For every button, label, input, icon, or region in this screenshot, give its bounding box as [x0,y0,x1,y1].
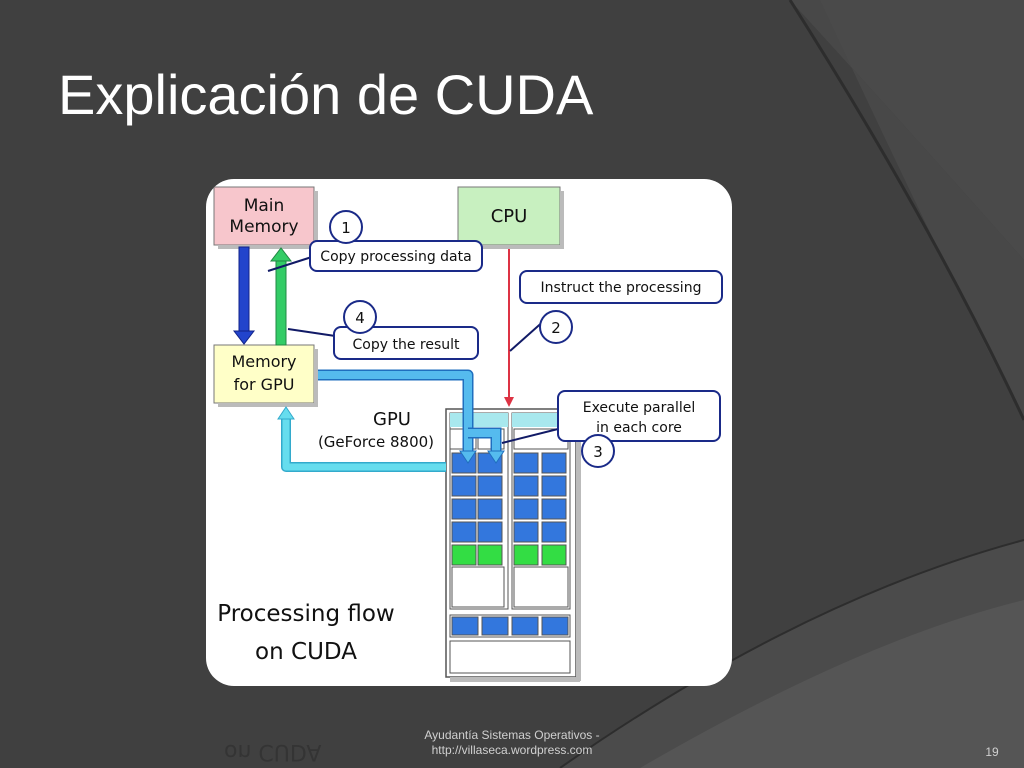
gpu-core [541,475,567,497]
step1-text: Copy processing data [320,249,471,265]
main-memory-label-1: Main [244,196,285,216]
cpu-label: CPU [491,206,528,227]
gpu-memory-label-1: Memory [231,352,296,371]
cuda-diagram-card: Main Memory CPU Memory for GPU [206,179,732,686]
step2-number: 2 [551,319,561,337]
gpu-core [541,544,567,566]
slide-footer: Ayudantía Sistemas Operativos - http://v… [380,728,644,758]
main-memory-label-2: Memory [229,217,298,237]
gpu-core [477,475,503,497]
caption-line1: Processing flow [217,601,395,627]
gpu-core [513,452,539,474]
footer-line1: Ayudantía Sistemas Operativos - [424,728,600,742]
footer-line2: http://villaseca.wordpress.com [431,743,593,757]
step3-text-line1: Execute parallel [583,400,696,416]
gpu-core [451,475,477,497]
gpu-core [513,521,539,543]
gpu-model-label: (GeForce 8800) [318,433,434,451]
gpu-core [477,498,503,520]
main-memory-box: Main Memory [213,186,318,249]
step4-callout: Copy the result 4 [287,300,479,360]
copy-result-arrow [269,247,293,346]
gpu-core [451,521,477,543]
step2-text: Instruct the processing [541,280,702,296]
slide-title: Explicación de CUDA [58,63,594,126]
gpu-core [513,544,539,566]
gpu-label: GPU [373,409,411,430]
gpu-core [541,452,567,474]
gpu-memory-box: Memory for GPU [213,344,318,407]
step4-text: Copy the result [353,337,461,353]
gpu-memory-label-2: for GPU [234,375,295,394]
page-number: 19 [985,745,999,759]
step3-text-line2: in each core [596,420,682,436]
gpu-shared-unit [481,616,509,636]
caption-line2: on CUDA [255,639,357,665]
step1-callout: Copy processing data 1 [267,210,483,272]
gpu-core [477,521,503,543]
instruct-arrow [504,249,514,407]
gpu-core [451,544,477,566]
gpu-core [513,498,539,520]
gpu-core [451,498,477,520]
gpu-shared-unit [541,616,569,636]
gpu-cores [451,452,567,566]
gpu-core [513,475,539,497]
step2-callout: Instruct the processing 2 [509,270,723,352]
gpu-core [477,544,503,566]
reflection-caption-line2: on CUDA [224,739,322,764]
return-arrow [277,406,446,472]
gpu-shared-unit [451,616,479,636]
cuda-processing-flow-diagram: Main Memory CPU Memory for GPU [213,186,723,682]
copy-data-arrow [232,246,256,345]
step3-number: 3 [593,443,603,461]
gpu-shared-unit [511,616,539,636]
gpu-core [541,521,567,543]
load-to-cores-arrow [318,369,505,464]
step1-number: 1 [341,219,351,237]
step4-number: 4 [355,309,365,327]
gpu-core [541,498,567,520]
cpu-box: CPU [457,186,564,249]
step3-callout: Execute parallel in each core 3 [501,390,721,468]
